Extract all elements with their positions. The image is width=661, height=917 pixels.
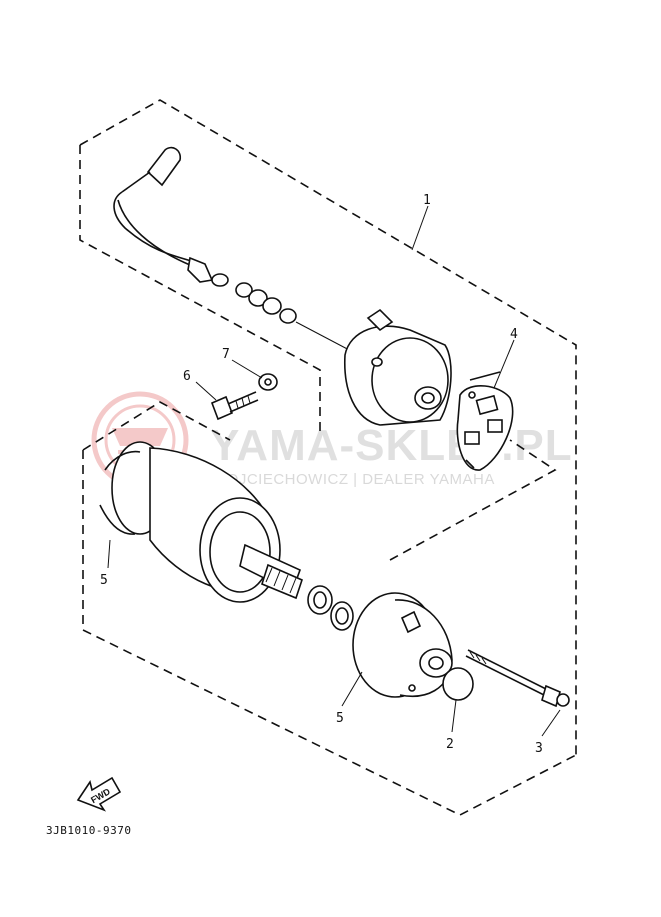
through-bolt [465, 649, 570, 708]
armature-shaft [239, 543, 303, 600]
assembly-boundary-lower [82, 401, 577, 816]
callout-3: 3 [535, 741, 543, 756]
callout-1: 1 [423, 193, 431, 208]
watermark-subtitle: WOJCIECHOWICZ | DEALER YAMAHA [212, 471, 495, 488]
lead-wire [113, 146, 229, 287]
assembly-boundary-left-upper [79, 145, 321, 435]
leader-lines [107, 205, 561, 737]
front-cover [352, 592, 453, 698]
washer [258, 373, 278, 391]
shim-washers [307, 585, 354, 631]
brush-holder [456, 371, 514, 471]
assembly-boundary-upper [79, 99, 577, 755]
callout-6: 6 [183, 369, 191, 384]
callout-5-right: 5 [336, 711, 344, 726]
diagram-part-number: 3JB1010-9370 [46, 824, 131, 837]
short-bolt [210, 391, 259, 421]
o-ring-cap [442, 667, 474, 701]
assembly-boundary-inner [389, 439, 557, 561]
wire-seal-parts [235, 282, 373, 363]
callout-5-left: 5 [100, 573, 108, 588]
rear-cover [344, 308, 452, 426]
callout-4: 4 [510, 327, 518, 342]
callout-7: 7 [222, 347, 230, 362]
watermark-title: YAMA-SKLEP.PL [210, 421, 573, 470]
callout-2: 2 [446, 737, 454, 752]
fwd-arrow-icon: FWD [76, 776, 122, 812]
